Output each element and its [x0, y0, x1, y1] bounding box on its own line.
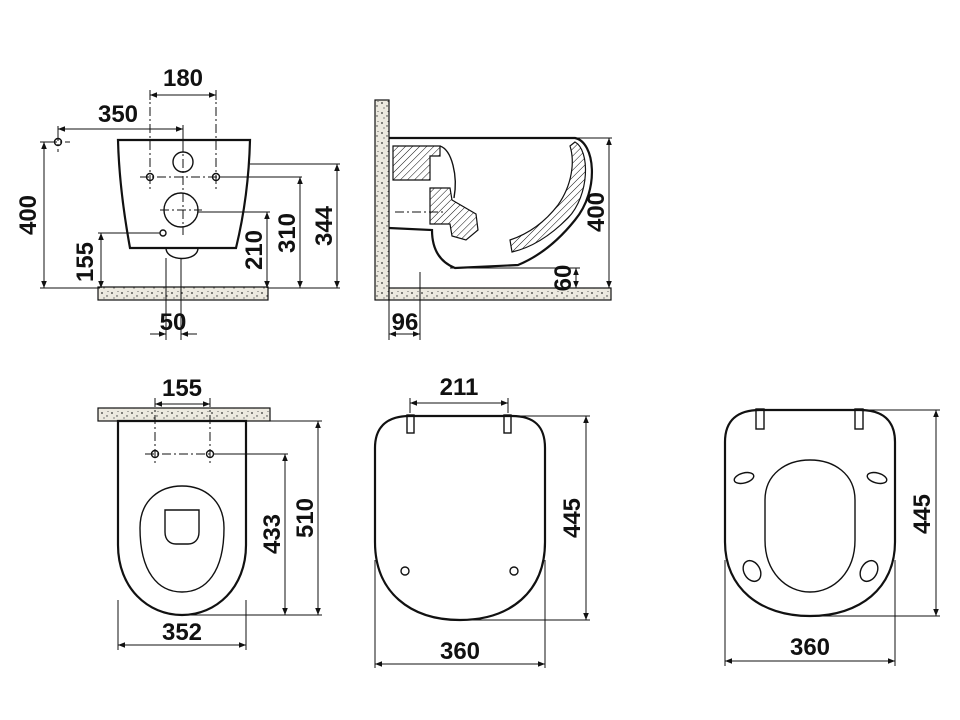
seat-ring-view: 445 360 — [723, 408, 940, 666]
top-drain — [164, 509, 200, 545]
front-view: 180 350 400 155 210 310 344 50 — [15, 65, 340, 340]
seat-cover-outline — [373, 414, 547, 622]
dim-label-350: 350 — [98, 101, 138, 128]
ring-bumper-bottom-right — [859, 559, 879, 583]
front-floor — [97, 286, 269, 301]
cover-bumper-right — [509, 566, 519, 576]
dim-label-445: 445 — [909, 494, 936, 534]
side-inlet-section — [392, 145, 441, 181]
seat-cover-view: 211 445 360 — [373, 374, 590, 668]
cover-hinge-right — [503, 414, 512, 434]
cover-hinge-left — [406, 414, 415, 434]
seat-ring-outline — [723, 408, 897, 618]
front-outlet — [165, 247, 199, 260]
dim-label-155: 155 — [72, 242, 99, 282]
dim-label-433: 433 — [259, 514, 286, 554]
dim-label-155: 155 — [162, 375, 202, 402]
dim-label-180: 180 — [163, 65, 203, 92]
dim-label-445: 445 — [559, 498, 586, 538]
ring-hinge-left — [755, 408, 765, 430]
seat-ring-opening — [764, 459, 856, 593]
dim-label-360: 360 — [790, 634, 830, 661]
dim-label-400: 400 — [15, 195, 42, 235]
dim-label-400: 400 — [583, 192, 610, 232]
front-drain-point — [159, 229, 167, 237]
top-bowl-opening — [139, 485, 225, 593]
dim-label-210: 210 — [241, 230, 268, 270]
side-wall — [374, 99, 390, 301]
ring-bumper-top-left — [733, 471, 755, 485]
cover-bumper-left — [400, 566, 410, 576]
dim-label-352: 352 — [162, 619, 202, 646]
ring-hinge-right — [854, 408, 864, 430]
ring-bumper-bottom-left — [742, 559, 762, 583]
top-bowl-outline — [116, 419, 248, 617]
side-rim-curve — [439, 145, 456, 199]
top-view: 155 433 510 352 — [97, 375, 322, 650]
dim-label-310: 310 — [274, 213, 301, 253]
side-bowl-outline — [388, 136, 594, 270]
front-bowl-outline — [116, 138, 252, 250]
side-siphon-section — [429, 187, 479, 241]
dim-label-50: 50 — [160, 309, 187, 336]
dim-label-96: 96 — [392, 309, 419, 336]
dim-label-211: 211 — [440, 374, 479, 401]
dim-label-60: 60 — [550, 265, 577, 292]
side-floor — [388, 287, 612, 301]
dim-label-510: 510 — [292, 498, 319, 538]
side-bowl-wall-section — [509, 141, 586, 253]
dim-label-344: 344 — [311, 205, 338, 246]
ring-bumper-top-right — [866, 471, 888, 485]
dim-label-360: 360 — [440, 638, 480, 665]
top-wall — [97, 407, 271, 422]
side-view: 400 60 96 — [374, 99, 612, 340]
